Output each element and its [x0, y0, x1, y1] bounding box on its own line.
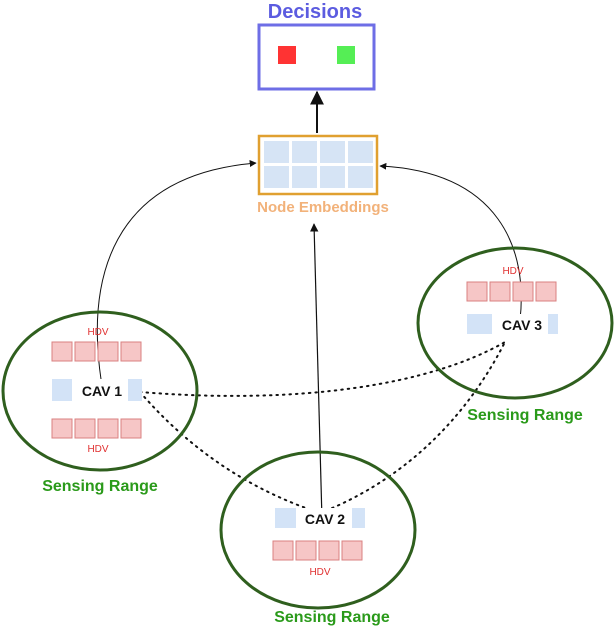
hdv-vehicle-cell	[97, 341, 119, 362]
cav3-hdv-top-row	[466, 281, 557, 302]
cav2-sensing-range	[219, 450, 417, 610]
cav1-group: HDV CAV 1 HDV Sensing Range	[1, 310, 199, 495]
hdv-vehicle-cell	[535, 281, 557, 302]
cav3-sensing-range	[416, 246, 614, 400]
cav1-hdv-bottom-label: HDV	[87, 444, 108, 455]
hdv-vehicle-cell	[318, 540, 340, 561]
decision-red-square	[278, 46, 296, 64]
cav2-hdv-bottom-label: HDV	[309, 567, 330, 578]
cav2-group: CAV 2 HDV Sensing Range	[219, 450, 417, 626]
cav2-label: CAV 2	[305, 511, 345, 527]
decision-green-square	[337, 46, 355, 64]
cav1-hdv-top-label: HDV	[87, 327, 108, 338]
hdv-vehicle-cell	[74, 341, 96, 362]
cav3-label-bg	[492, 314, 548, 334]
embedding-cell	[320, 141, 345, 163]
cav1-hdv-top-row	[51, 341, 142, 362]
decisions-group: Decisions	[257, 1, 376, 91]
node-embeddings-label: Node Embeddings	[257, 199, 389, 216]
cav1-label-bg	[72, 379, 128, 401]
embedding-cell	[292, 141, 317, 163]
decisions-title: Decisions	[268, 1, 362, 23]
hdv-vehicle-cell	[341, 540, 363, 561]
link-cav1-cav3	[139, 341, 506, 397]
cav3-hdv-top-label: HDV	[502, 266, 523, 277]
hdv-vehicle-cell	[74, 418, 96, 439]
hdv-vehicle-cell	[489, 281, 511, 302]
embedding-cell	[320, 166, 345, 188]
cav1-range-label: Sensing Range	[42, 478, 158, 495]
hdv-vehicle-cell	[51, 341, 73, 362]
node-embeddings-group: Node Embeddings	[257, 134, 389, 216]
hdv-vehicle-cell	[295, 540, 317, 561]
hdv-vehicle-cell	[120, 418, 142, 439]
embedding-cell	[292, 166, 317, 188]
hdv-vehicle-cell	[512, 281, 534, 302]
embedding-cell	[264, 166, 289, 188]
hdv-vehicle-cell	[120, 341, 142, 362]
cav1-label: CAV 1	[82, 383, 122, 399]
cav1-sensing-range	[1, 310, 199, 472]
cav3-label: CAV 3	[502, 317, 542, 333]
cav2-label-bg	[296, 508, 352, 528]
arrow-cav2-to-embeddings	[310, 223, 323, 521]
embedding-cell	[348, 141, 373, 163]
hdv-vehicle-cell	[272, 540, 294, 561]
link-cav2-cav3	[319, 341, 506, 514]
embedding-grid	[264, 141, 373, 188]
hdv-vehicle-cell	[466, 281, 488, 302]
cav3-range-label: Sensing Range	[467, 407, 583, 424]
link-cav1-cav2	[139, 391, 321, 514]
embedding-cell	[264, 141, 289, 163]
decisions-box	[257, 23, 376, 91]
hdv-vehicle-cell	[97, 418, 119, 439]
cav1-hdv-bottom-row	[51, 418, 142, 439]
hdv-vehicle-cell	[51, 418, 73, 439]
cav2-range-label: Sensing Range	[274, 609, 390, 626]
cav2-hdv-row	[272, 540, 363, 561]
embedding-cell	[348, 166, 373, 188]
cav3-group: HDV CAV 3 Sensing Range	[416, 246, 614, 424]
